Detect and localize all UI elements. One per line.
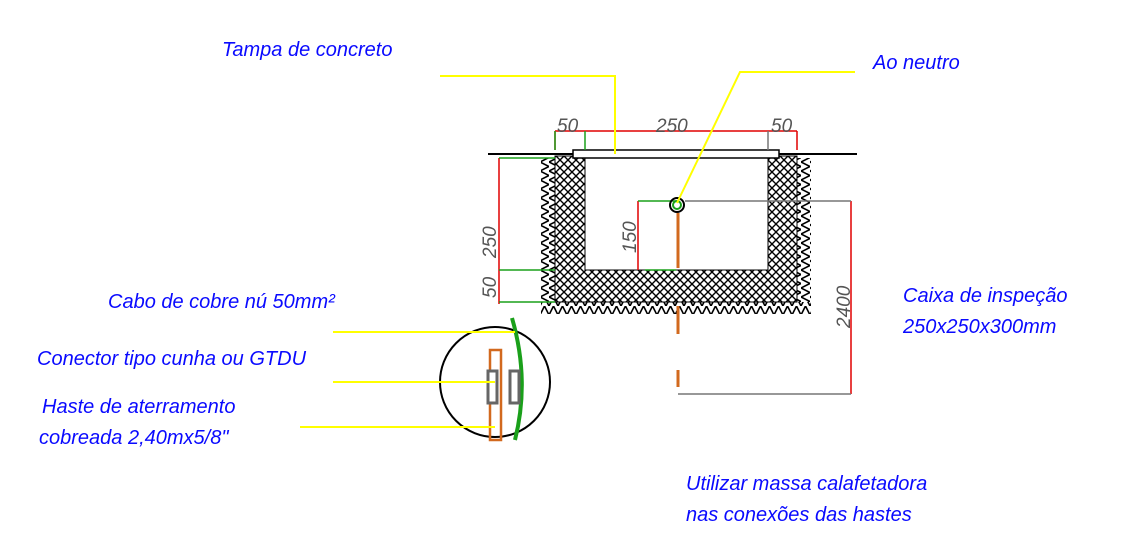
wedge-connector-right <box>508 369 521 405</box>
label-cabo: Cabo de cobre nú 50mm² <box>108 291 336 313</box>
label-nota-2: nas conexões das hastes <box>686 504 912 526</box>
dim-top-mid: 250 <box>655 116 688 137</box>
soil-left <box>541 158 555 310</box>
neutral-connection-circle <box>669 197 685 213</box>
connection-detail <box>439 317 551 442</box>
dimension-lines-green <box>499 131 676 303</box>
dim-inner-150: 150 <box>620 221 641 253</box>
dim-side-50: 50 <box>480 276 501 298</box>
soil-right <box>797 158 811 310</box>
leader-lines <box>300 71 855 428</box>
label-tampa: Tampa de concreto <box>222 39 392 61</box>
dim-top-right: 50 <box>771 116 793 137</box>
wedge-connector-left <box>486 369 499 405</box>
label-caixa-2: 250x250x300mm <box>902 316 1056 338</box>
label-haste-2: cobreada 2,40mx5/8" <box>39 427 229 449</box>
dim-side-250: 250 <box>480 226 501 259</box>
label-caixa-1: Caixa de inspeção <box>903 285 1068 307</box>
dim-top-left: 50 <box>557 116 579 137</box>
label-haste-1: Haste de aterramento <box>42 396 235 418</box>
dim-rod-2400: 2400 <box>834 285 855 329</box>
dimension-lines-gray <box>678 131 851 395</box>
soil-bottom <box>541 302 811 314</box>
label-ao-neutro: Ao neutro <box>872 52 960 74</box>
concrete-lid <box>572 149 780 159</box>
copper-cable <box>510 317 524 441</box>
label-conector: Conector tipo cunha ou GTDU <box>37 348 307 370</box>
label-nota-1: Utilizar massa calafetadora <box>686 473 927 495</box>
